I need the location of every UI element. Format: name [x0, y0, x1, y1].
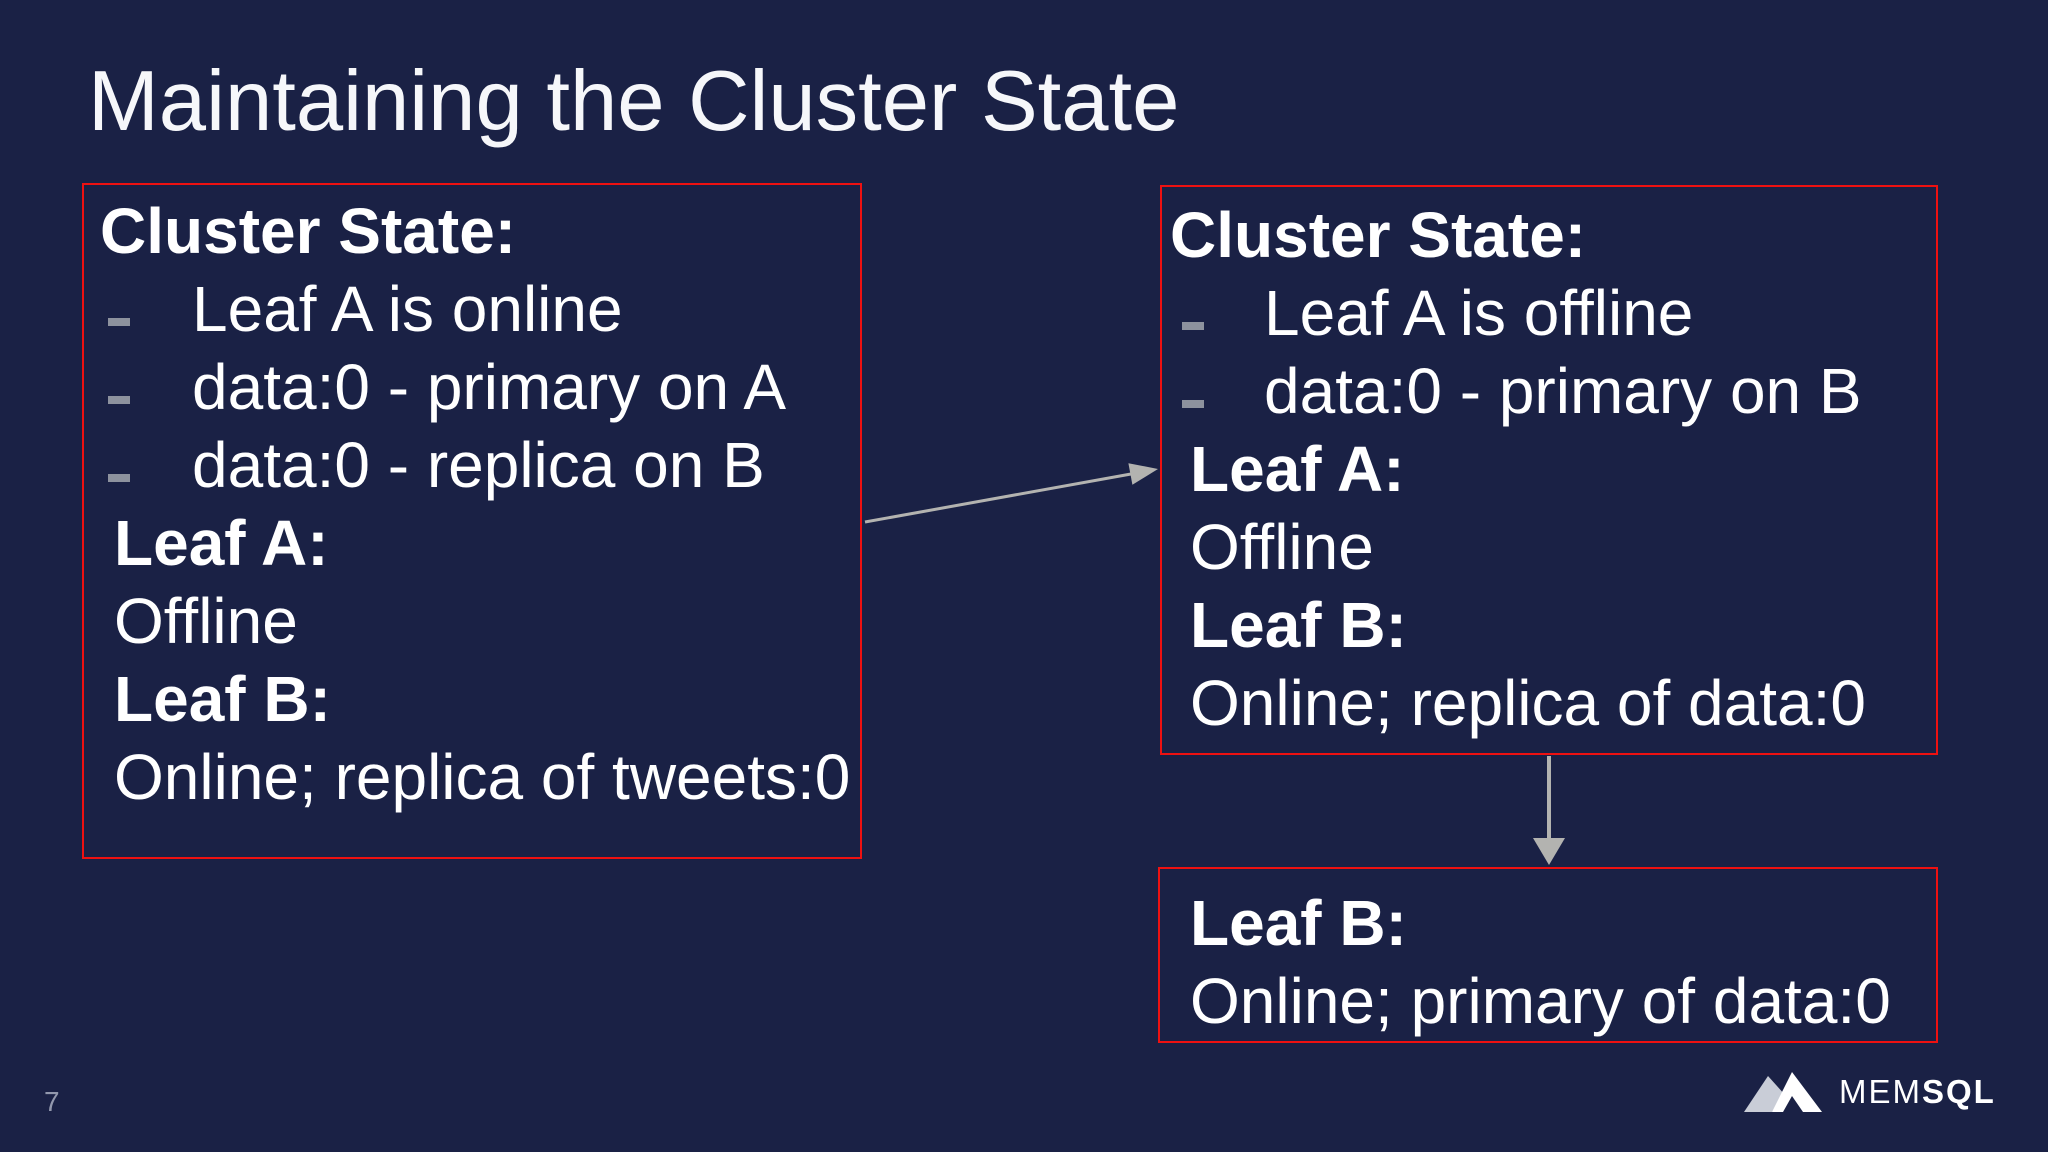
bullet-dash-icon — [1182, 322, 1204, 330]
memsql-logo: MEMSQL — [1744, 1072, 1996, 1112]
leaf-b-label: Leaf B: — [1190, 887, 1407, 959]
leaf-b-status: Online; replica of tweets:0 — [114, 741, 851, 813]
cluster-state-box-initial: Cluster State: Leaf A is online data:0 -… — [82, 183, 862, 859]
leaf-a-status: Offline — [114, 585, 298, 657]
leaf-b-status: Online; replica of data:0 — [1190, 667, 1866, 739]
slide-title: Maintaining the Cluster State — [88, 54, 1180, 149]
memsql-logo-text: MEMSQL — [1839, 1073, 1996, 1111]
leaf-b-status: Online; primary of data:0 — [1190, 965, 1891, 1037]
bullet-dash-icon — [108, 396, 130, 404]
logo-text-mem: MEM — [1839, 1073, 1922, 1110]
leaf-a-status: Offline — [1190, 511, 1374, 583]
leaf-a-label: Leaf A: — [114, 507, 329, 579]
logo-text-sql: SQL — [1922, 1073, 1996, 1110]
bullet-line: data:0 - primary on A — [84, 348, 860, 426]
leaf-a-label: Leaf A: — [1190, 433, 1405, 505]
arrow-down-icon — [1533, 756, 1565, 865]
bullet-text: data:0 - primary on A — [192, 351, 787, 423]
arrow-left-to-right-icon — [864, 463, 1158, 524]
bullet-text: data:0 - replica on B — [192, 429, 765, 501]
page-number: 7 — [44, 1086, 60, 1117]
leaf-b-label: Leaf B: — [1190, 589, 1407, 661]
box-heading-text: Cluster State: — [1170, 199, 1587, 271]
bullet-line: Leaf A is offline — [1162, 274, 1936, 352]
box-heading: Cluster State: — [1162, 196, 1936, 274]
bullet-text: data:0 - primary on B — [1264, 355, 1862, 427]
box-heading-text: Cluster State: — [100, 195, 517, 267]
memsql-logo-mark-icon — [1744, 1072, 1822, 1112]
bullet-dash-icon — [1182, 400, 1204, 408]
bullet-line: data:0 - replica on B — [84, 426, 860, 504]
bullet-dash-icon — [108, 318, 130, 326]
bullet-line: data:0 - primary on B — [1162, 352, 1936, 430]
cluster-state-box-after: Cluster State: Leaf A is offline data:0 … — [1160, 185, 1938, 755]
bullet-line: Leaf A is online — [84, 270, 860, 348]
bullet-text: Leaf A is offline — [1264, 277, 1694, 349]
leaf-b-promoted-box: Leaf B: Online; primary of data:0 — [1158, 867, 1938, 1043]
leaf-b-label: Leaf B: — [114, 663, 331, 735]
box-heading: Cluster State: — [84, 192, 860, 270]
bullet-dash-icon — [108, 474, 130, 482]
bullet-text: Leaf A is online — [192, 273, 623, 345]
